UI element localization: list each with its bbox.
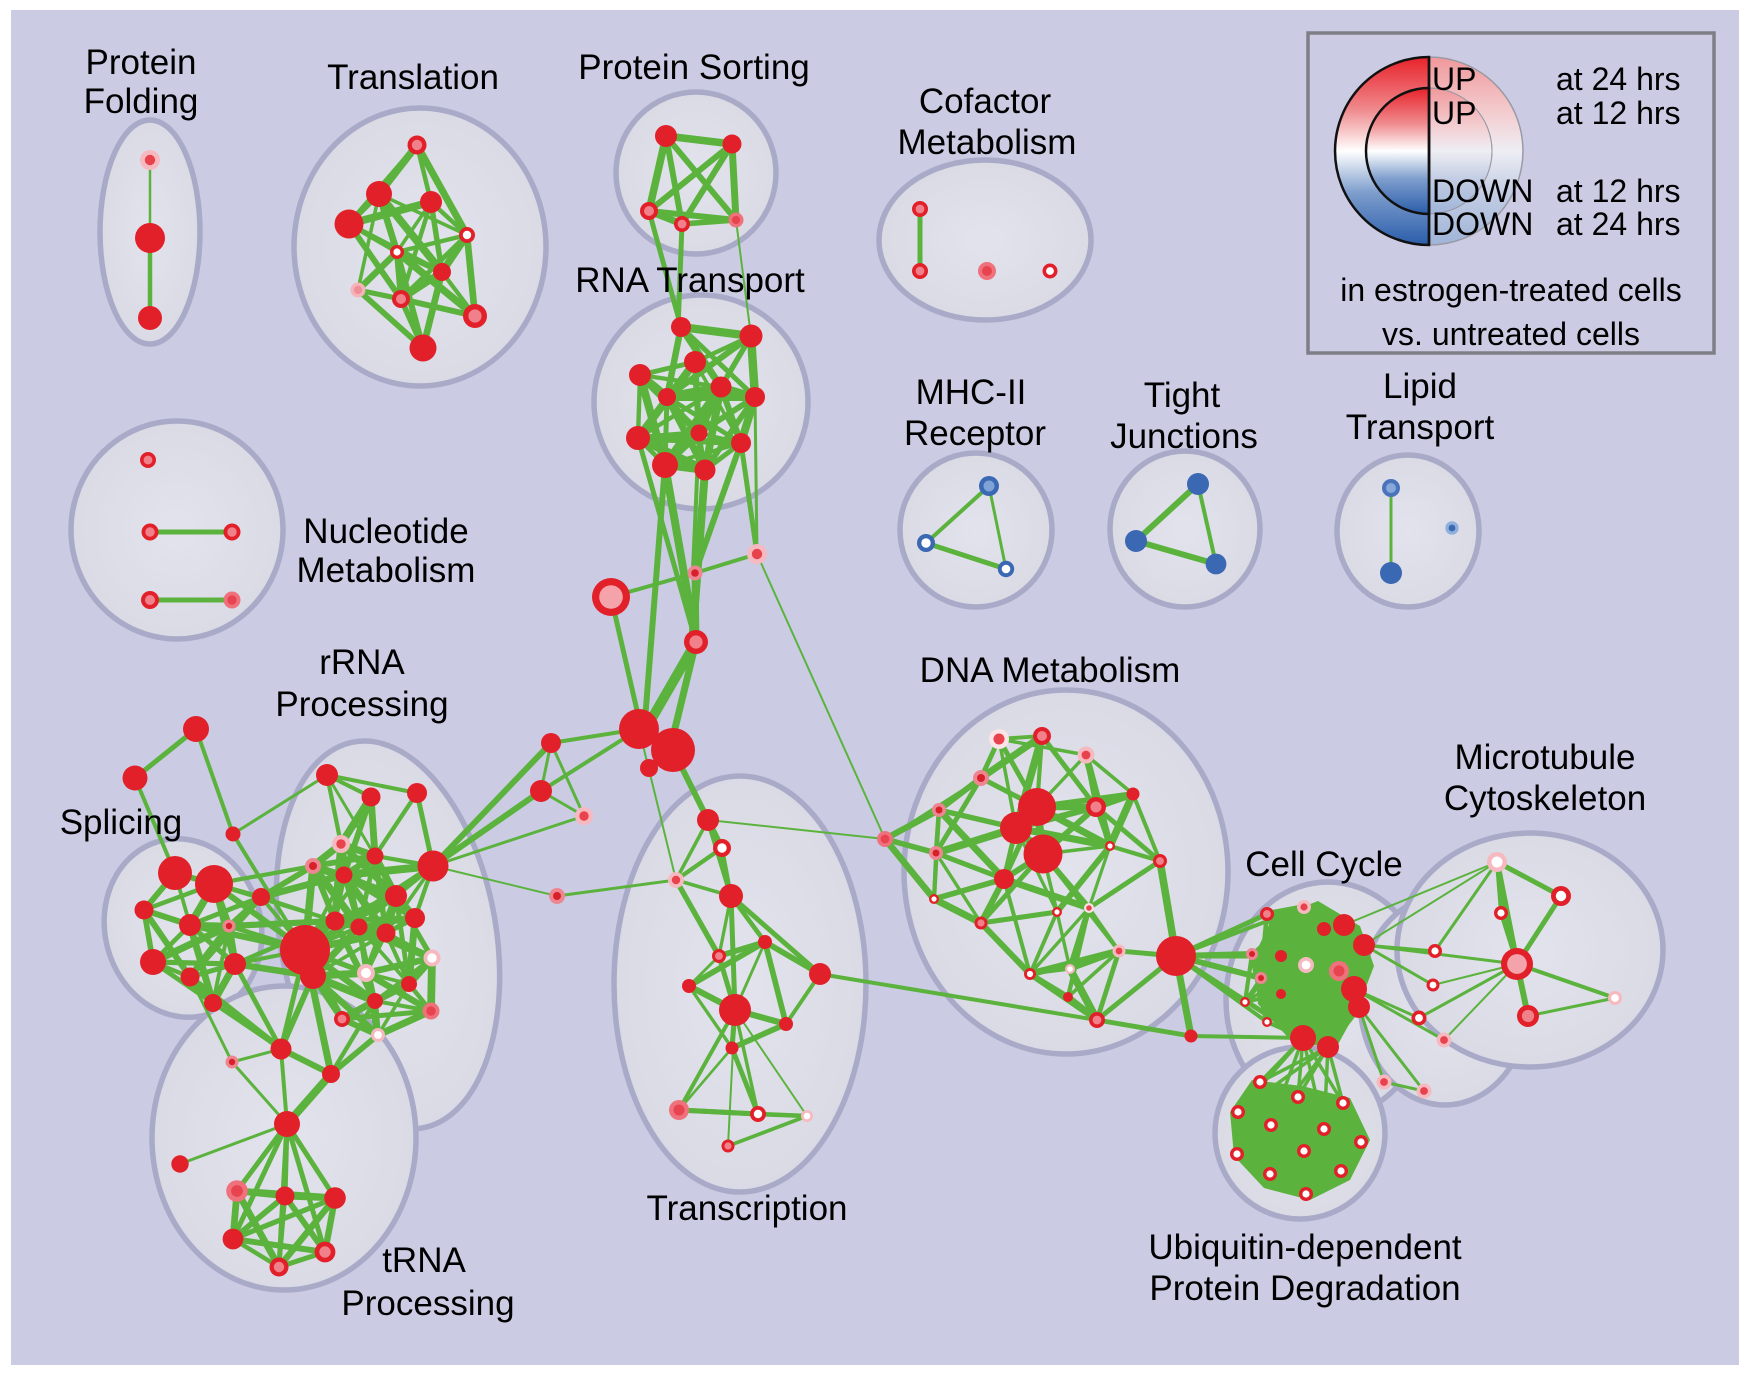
svg-text:DNA Metabolism: DNA Metabolism	[920, 651, 1181, 690]
svg-text:DOWN: DOWN	[1432, 173, 1533, 209]
svg-text:RNA Transport: RNA Transport	[575, 261, 805, 300]
svg-text:Protein Sorting: Protein Sorting	[578, 48, 810, 87]
svg-text:vs. untreated cells: vs. untreated cells	[1382, 316, 1640, 352]
svg-text:Transcription: Transcription	[647, 1189, 848, 1228]
svg-text:in estrogen-treated cells: in estrogen-treated cells	[1340, 272, 1682, 308]
svg-text:Cofactor: Cofactor	[919, 82, 1052, 121]
svg-text:at 24 hrs: at 24 hrs	[1556, 206, 1681, 242]
svg-text:Processing: Processing	[341, 1284, 514, 1323]
svg-text:UP: UP	[1432, 95, 1476, 131]
svg-text:at 12 hrs: at 12 hrs	[1556, 95, 1681, 131]
svg-text:Protein Degradation: Protein Degradation	[1149, 1269, 1460, 1308]
svg-text:Metabolism: Metabolism	[898, 123, 1077, 162]
svg-text:Processing: Processing	[275, 685, 448, 724]
svg-text:at 12 hrs: at 12 hrs	[1556, 173, 1681, 209]
svg-text:Cytoskeleton: Cytoskeleton	[1444, 779, 1646, 818]
svg-text:Tight: Tight	[1144, 376, 1221, 415]
svg-text:Microtubule: Microtubule	[1455, 738, 1636, 777]
svg-text:Translation: Translation	[327, 58, 499, 97]
svg-text:Splicing: Splicing	[60, 803, 183, 842]
svg-text:Nucleotide: Nucleotide	[303, 512, 468, 551]
svg-text:at 24 hrs: at 24 hrs	[1556, 61, 1681, 97]
svg-text:rRNA: rRNA	[319, 643, 405, 682]
svg-text:UP: UP	[1432, 61, 1476, 97]
svg-text:Transport: Transport	[1346, 408, 1495, 447]
svg-text:MHC-II: MHC-II	[916, 373, 1027, 412]
svg-text:Lipid: Lipid	[1383, 367, 1457, 406]
svg-text:DOWN: DOWN	[1432, 206, 1533, 242]
svg-text:tRNA: tRNA	[382, 1241, 466, 1280]
svg-text:Junctions: Junctions	[1110, 417, 1258, 456]
svg-text:Metabolism: Metabolism	[297, 551, 476, 590]
svg-text:Receptor: Receptor	[904, 414, 1046, 453]
svg-text:Protein: Protein	[86, 43, 197, 82]
svg-text:Cell Cycle: Cell Cycle	[1245, 845, 1403, 884]
svg-text:Ubiquitin-dependent: Ubiquitin-dependent	[1148, 1228, 1462, 1267]
svg-text:Folding: Folding	[84, 82, 199, 121]
